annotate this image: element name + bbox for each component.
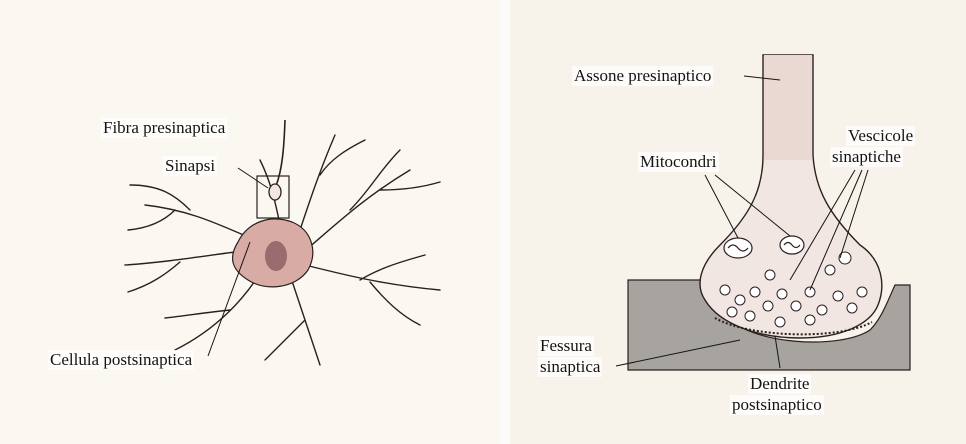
label-cellula-postsinaptica: Cellula postsinaptica [48, 350, 194, 370]
neuron-diagram [0, 0, 500, 444]
label-vescicole-line2: sinaptiche [830, 147, 903, 167]
right-figure-panel: Assone presinaptico Mitocondri Vescicole… [510, 0, 966, 444]
label-fessura-line1: Fessura [538, 336, 594, 356]
label-fessura-line2: sinaptica [538, 357, 602, 377]
label-fibra-presinaptica: Fibra presinaptica [101, 118, 227, 138]
left-figure-panel: Fibra presinaptica Sinapsi Cellula posts… [0, 0, 500, 444]
presynaptic-terminal [269, 184, 281, 200]
label-sinapsi: Sinapsi [163, 156, 217, 176]
label-dendrite-line1: Dendrite [748, 374, 811, 394]
nucleus [265, 241, 287, 271]
label-mitocondri: Mitocondri [638, 152, 719, 172]
axon-shaft [764, 55, 812, 160]
label-vescicole-line1: Vescicole [846, 126, 915, 146]
label-dendrite-line2: postsinaptico [730, 395, 824, 415]
label-assone-presinaptico: Assone presinaptico [572, 66, 713, 86]
